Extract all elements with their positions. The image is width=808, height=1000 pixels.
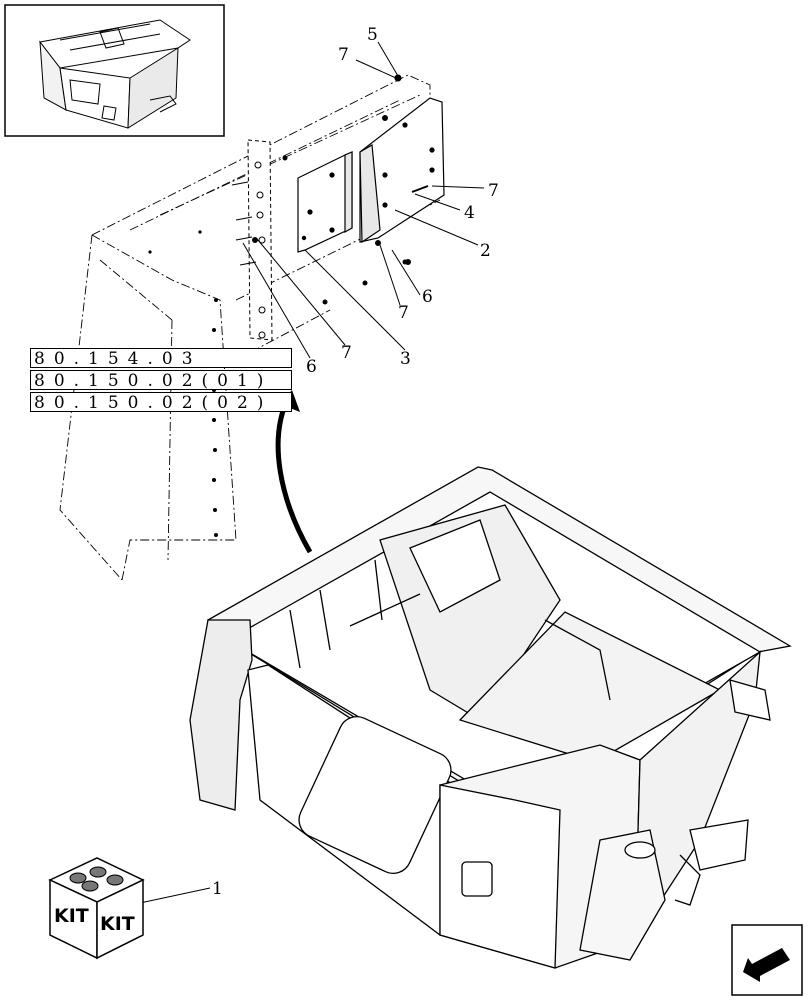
kit-label-right: KIT [100, 913, 135, 935]
arrow-down-left-icon[interactable] [731, 924, 803, 996]
callout-2: 2 [480, 241, 491, 261]
bolts [252, 74, 429, 265]
callout-4: 4 [464, 203, 475, 223]
reference-link-80-154-03[interactable]: 80.154.03 [30, 348, 292, 368]
cover-plate-3[interactable] [297, 151, 353, 253]
kit-label-left: KIT [54, 905, 89, 927]
callout-7-top: 7 [338, 45, 349, 65]
callout-6-left: 6 [306, 357, 317, 377]
callout-6-right: 6 [422, 287, 433, 307]
cover-plate-2[interactable] [359, 97, 445, 244]
reference-link-80-150-02-01[interactable]: 80.150.02(01) [30, 370, 292, 390]
callout-3: 3 [400, 349, 411, 369]
callout-7-right: 7 [488, 181, 499, 201]
leader-lines [139, 41, 485, 904]
reference-link-80-150-02-02[interactable]: 80.150.02(02) [30, 392, 292, 412]
curved-pointer-arrow [275, 390, 313, 554]
kit-box-icon: KIT KIT [48, 857, 145, 960]
callout-7-mid: 7 [398, 303, 409, 323]
callout-labels: 5 7 7 4 2 6 7 3 7 6 1 [212, 25, 499, 899]
callout-5: 5 [367, 25, 378, 45]
hopper-assembly [189, 466, 792, 969]
thumbnail-inset[interactable] [4, 4, 225, 137]
callout-1: 1 [212, 879, 223, 899]
callout-7-left: 7 [341, 343, 352, 363]
mounting-bracket [231, 139, 273, 341]
